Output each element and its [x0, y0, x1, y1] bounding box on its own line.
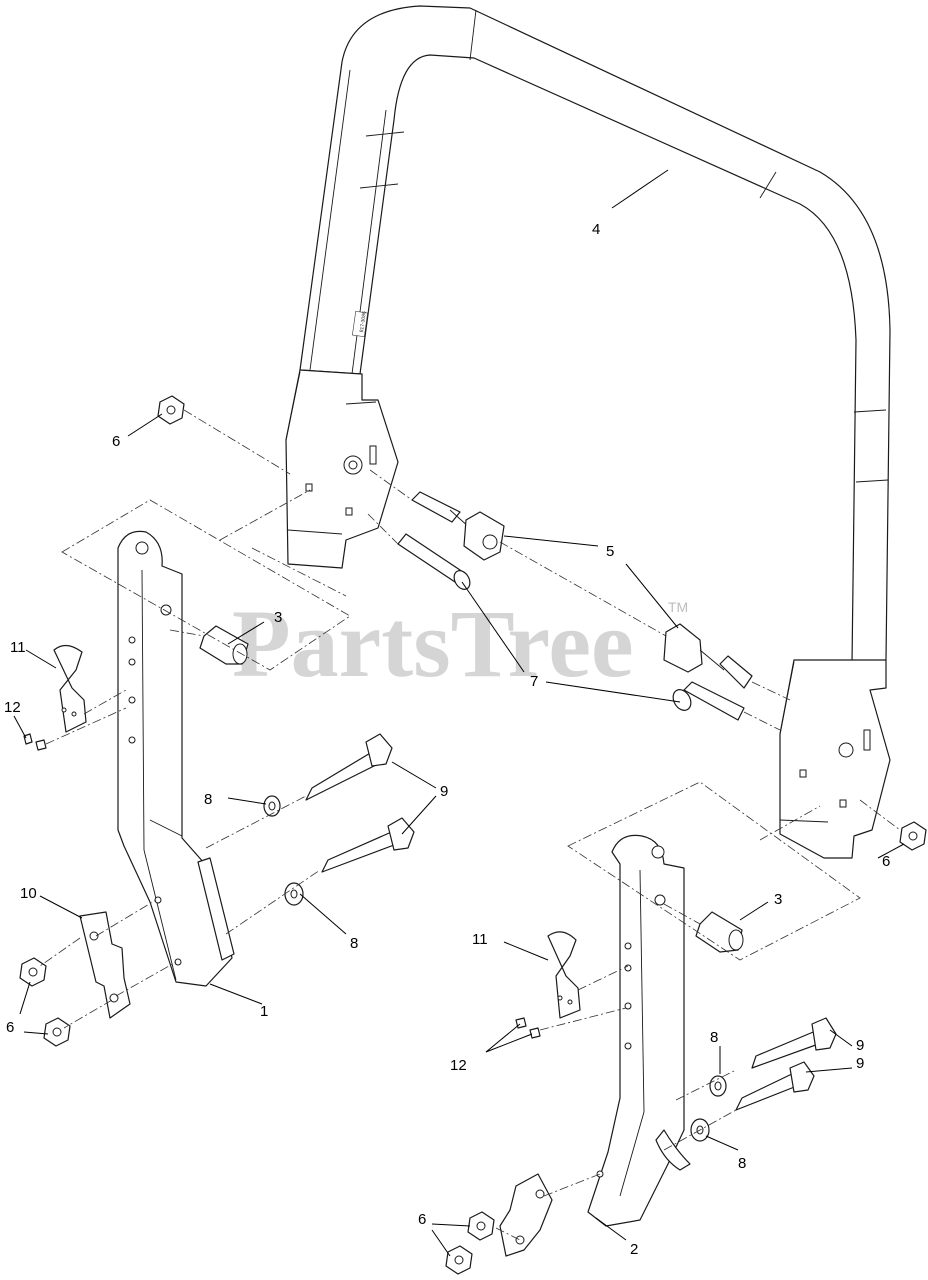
mounting-bracket-right [499, 1173, 553, 1257]
roll-bar-frame-left [117, 530, 235, 987]
roll-bar-right-mount [779, 659, 891, 859]
callout-part-12: 12 [450, 1057, 467, 1074]
callout-part-8: 8 [204, 791, 212, 808]
roll-bar-frame-right [587, 834, 691, 1227]
callout-part-5: 5 [606, 543, 614, 560]
watermark-trademark: TM [668, 599, 688, 615]
callout-part-1: 1 [260, 1003, 268, 1020]
callout-part-11: 11 [10, 639, 26, 656]
callout-part-12: 12 [4, 699, 21, 716]
clip-left [53, 644, 87, 733]
callout-labels: 4 6 5 5 3 7 11 12 8 9 10 8 1 6 6 3 11 12… [4, 221, 890, 1258]
watermark-text: PartsTree [232, 590, 634, 697]
callout-part-9: 9 [856, 1055, 864, 1072]
spacer-right [695, 911, 744, 953]
flange-nuts [19, 395, 927, 1275]
hitch-pin-upper [411, 491, 505, 561]
clevis-pin-lower [672, 681, 745, 721]
clevis-pin-upper [397, 533, 471, 590]
screws-left [23, 733, 47, 751]
clip-right [547, 931, 581, 1019]
callout-part-9: 9 [856, 1037, 864, 1054]
callout-part-6: 6 [418, 1211, 426, 1228]
callout-part-8: 8 [738, 1155, 746, 1172]
roll-bar-tube: 817-3086 [299, 5, 891, 665]
spacer-left [199, 625, 249, 665]
bolt-upper-left [305, 733, 393, 801]
bolt-upper-right [751, 1017, 837, 1069]
callout-part-3: 3 [274, 609, 282, 626]
leader-lines [13, 169, 905, 1257]
callout-part-3: 3 [774, 891, 782, 908]
callout-part-8: 8 [350, 935, 358, 952]
callout-part-8: 8 [710, 1029, 718, 1046]
callout-part-6: 6 [882, 853, 890, 870]
hitch-pin-lower [663, 623, 753, 689]
bolt-lower-left [321, 817, 415, 873]
roll-bar-left-mount [285, 369, 399, 569]
bolt-lower-right [735, 1061, 815, 1111]
watermark: PartsTree TM [232, 590, 688, 697]
assembly-lines [39, 409, 901, 1241]
callout-part-6: 6 [112, 433, 120, 450]
callout-part-4: 4 [592, 221, 600, 238]
callout-part-10: 10 [20, 885, 37, 902]
callout-part-2: 2 [630, 1241, 638, 1258]
screws-right [515, 1017, 541, 1039]
mounting-bracket-left [79, 911, 131, 1019]
roll-bar-decal-label: 817-3086 [359, 311, 368, 333]
callout-part-11: 11 [472, 931, 488, 948]
callout-part-7: 7 [530, 673, 538, 690]
callout-part-6: 6 [6, 1019, 14, 1036]
washers [263, 795, 727, 1142]
callout-part-9: 9 [440, 783, 448, 800]
